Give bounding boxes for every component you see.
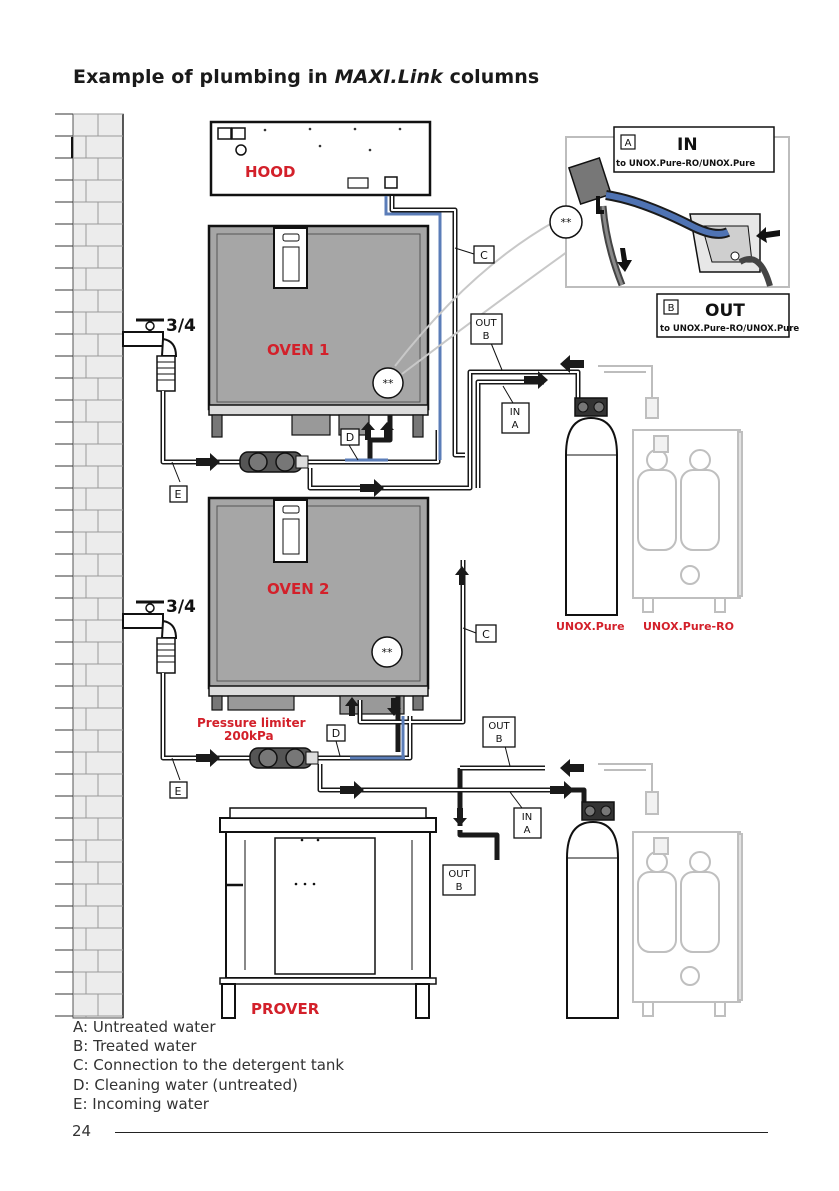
oven-2-label: OVEN 2	[267, 580, 329, 598]
tag-in-bottom: IN	[522, 812, 532, 823]
tag-c-top: C	[480, 249, 488, 262]
tag-b-prover: B	[456, 882, 463, 893]
unox-pure-cylinder-bottom	[566, 801, 619, 1019]
tag-e-bottom: E	[175, 785, 182, 798]
tap-top: 3/4	[122, 316, 196, 392]
tap-bottom: 3/4	[122, 597, 196, 674]
legend-item-e: E: Incoming water	[73, 1094, 209, 1113]
oven-2-detail-marker: **	[382, 646, 394, 659]
tag-a-top: A	[512, 420, 519, 431]
detail-out-label: OUT	[705, 301, 745, 321]
detail-out-sub: to UNOX.Pure-RO/UNOX.Pure	[660, 324, 799, 334]
unox-pure-label: UNOX.Pure	[556, 620, 625, 633]
legend: A: Untreated water B: Treated water C: C…	[73, 1018, 344, 1114]
title-suffix: columns	[442, 66, 540, 88]
tag-b-top: B	[483, 331, 490, 342]
tag-out-prover: OUT	[448, 869, 470, 880]
brick-wall	[55, 113, 124, 1019]
legend-item-a: A: Untreated water	[73, 1018, 216, 1036]
tag-out-top: OUT	[475, 318, 497, 329]
detail-in-label: IN	[677, 135, 698, 155]
unox-pure-ro-label: UNOX.Pure-RO	[643, 620, 734, 633]
blue-pipes	[345, 196, 442, 760]
detail-in-sub: to UNOX.Pure-RO/UNOX.Pure	[616, 159, 755, 169]
legend-item-d: D: Cleaning water (untreated)	[73, 1075, 298, 1094]
oven-1-unit: OVEN 1 **	[207, 224, 430, 438]
tag-a-bottom: A	[524, 825, 531, 836]
unox-pure-cylinder-top	[565, 397, 618, 616]
prover-label: PROVER	[251, 1000, 320, 1018]
flow-arrows	[196, 355, 584, 826]
page-number: 24	[72, 1122, 92, 1140]
pressure-limiter-top	[239, 451, 309, 473]
page-title: Example of plumbing in MAXI.Link columns	[73, 66, 539, 88]
detail-out-letter: B	[668, 303, 675, 314]
unox-pure-ro-unit-top	[632, 397, 743, 613]
tag-out-bottom: OUT	[488, 721, 510, 732]
hood-unit: HOOD	[209, 120, 432, 197]
oven-1-label: OVEN 1	[267, 341, 329, 359]
tap-top-size: 3/4	[166, 316, 196, 336]
pipes-inner	[162, 196, 579, 791]
ro-pipes	[598, 365, 653, 792]
tag-d-bottom: D	[332, 727, 340, 740]
title-brand: MAXI.Link	[334, 66, 443, 88]
unox-pure-ro-unit-bottom	[632, 791, 743, 1017]
pressure-limiter-bottom	[249, 747, 319, 769]
tag-e-top: E	[175, 488, 182, 501]
tag-d-top: D	[346, 431, 354, 444]
detail-marker: **	[561, 216, 573, 229]
oven-1-detail-marker: **	[383, 377, 395, 390]
detail-inset: A IN to UNOX.Pure-RO/UNOX.Pure B OUT to …	[394, 126, 799, 375]
callout-tags: C C D D E E OUT B IN A OUT B	[169, 245, 542, 896]
pressure-limiter-label-line1: Pressure limiter	[197, 716, 306, 730]
tag-c-bottom: C	[482, 628, 490, 641]
pressure-limiter-label-line2: 200kPa	[224, 729, 274, 743]
detail-in-letter: A	[625, 138, 632, 149]
title-prefix: Example of plumbing in	[73, 66, 335, 88]
tag-in-top: IN	[510, 407, 520, 418]
legend-item-b: B: Treated water	[73, 1037, 197, 1056]
hood-label: HOOD	[245, 163, 296, 181]
footer-rule	[115, 1132, 768, 1133]
oven-2-unit: OVEN 2 **	[207, 496, 430, 715]
prover-unit: PROVER	[219, 807, 437, 1019]
tag-b-bottom: B	[496, 734, 503, 745]
tap-bottom-size: 3/4	[166, 597, 196, 617]
legend-item-c: C: Connection to the detergent tank	[73, 1056, 345, 1075]
